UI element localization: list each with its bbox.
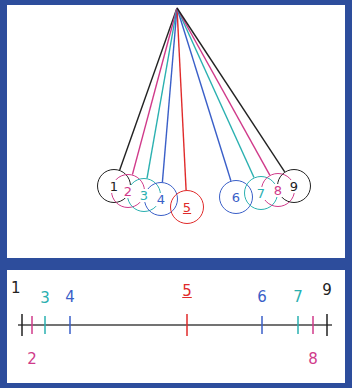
pendulum-string [120, 8, 177, 170]
scale-number: 2 [26, 352, 38, 367]
pendulum-bob: 6 [219, 180, 253, 214]
tick [69, 316, 71, 334]
tick [44, 316, 46, 334]
scale-number: 7 [292, 290, 304, 305]
scale-number: 9 [321, 283, 333, 298]
bottom-panel [7, 270, 345, 383]
bob-number: 1 [109, 180, 119, 193]
scale-number: 4 [64, 290, 76, 305]
tick [186, 314, 188, 336]
tick [31, 316, 33, 334]
bob-number: 2 [123, 185, 133, 198]
bob-number: 6 [231, 191, 241, 204]
scale-number: 5 [181, 284, 193, 299]
scale-number: 6 [256, 290, 268, 305]
tick [297, 316, 299, 334]
scale-number: 8 [307, 352, 319, 367]
pendulum-string [177, 8, 285, 172]
bob-number: 7 [256, 187, 266, 200]
bob-number: 4 [156, 193, 166, 206]
bob-number: 9 [289, 180, 299, 193]
tick [326, 314, 328, 336]
pendulum-string [177, 8, 231, 181]
scale-number: 3 [39, 291, 51, 306]
tick [261, 316, 263, 334]
tick [312, 316, 314, 334]
top-panel [7, 5, 345, 258]
pendulum-string [177, 8, 270, 175]
pendulum-string [177, 8, 254, 178]
scale-line [18, 324, 332, 325]
pendulum-string [177, 8, 186, 190]
tick [21, 314, 23, 336]
bob-number: 5 [182, 201, 192, 214]
pendulum-string [162, 8, 177, 182]
bob-number: 8 [273, 184, 283, 197]
scale-number: 1 [10, 281, 22, 296]
pendulum-string [147, 8, 177, 178]
bob-number: 3 [139, 189, 149, 202]
pendulum-bob: 5 [170, 190, 204, 224]
